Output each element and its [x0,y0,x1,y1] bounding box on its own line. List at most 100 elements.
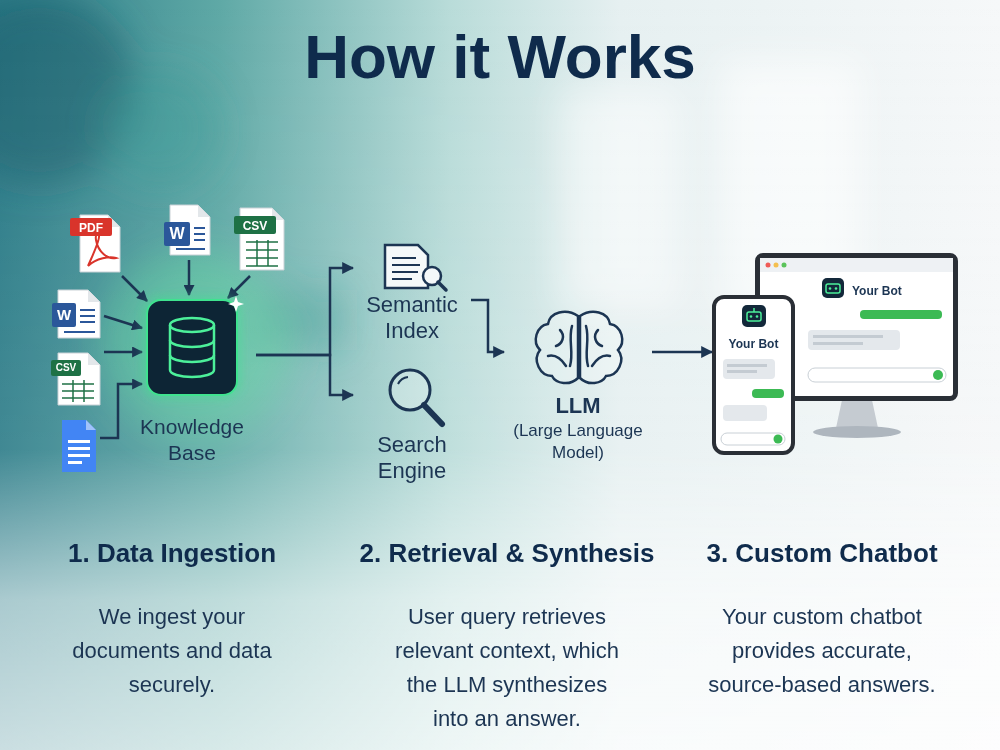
window-dot [782,263,787,268]
chat-bubble [860,310,942,319]
bubble-line [727,370,757,373]
lens-shine [398,377,408,384]
bot-antenna [753,308,755,312]
step-heading: 2. Retrieval & Synthesis [337,537,677,569]
bubble-line [813,335,883,338]
file-type-label: CSV [234,219,276,233]
bot-face [747,312,761,321]
flow-arrow [256,355,353,395]
step-heading: 1. Data Ingestion [22,537,322,569]
model-node: LLM(Large Language Model) [504,310,652,467]
file-fold [88,290,100,302]
text-lines [68,440,90,464]
icon-tile [147,300,237,395]
bot-eye [835,287,838,290]
magnifier-handle [424,405,442,424]
google-doc-icon [62,420,96,472]
bot-icon [742,305,766,327]
file-banner [234,216,276,234]
brain-fold [556,330,563,346]
ingest-arrows [100,260,250,438]
brain-fold [586,326,588,366]
input-field [721,433,785,445]
flow-arrow [256,268,353,355]
document-shape [385,245,428,288]
bot-face [826,284,840,293]
brain-lobe [580,312,622,383]
bot-icon [822,278,844,298]
file-page [62,420,96,472]
ingest-arrow [188,260,191,295]
file-banner [52,303,76,327]
step-description: User query retrieves relevant context, w… [390,600,624,736]
file-type-label: PDF [70,221,112,235]
file-fold [88,353,100,365]
search-icon [390,370,442,424]
window-dot [766,263,771,268]
brain-lobe [536,312,578,383]
page-title: How it Works [0,20,1000,94]
chat-bubble [723,359,775,379]
monitor-stand [813,400,901,438]
bubble-line [813,342,863,345]
input-field [808,368,946,382]
sparkle [228,296,244,312]
csv-icon [51,353,100,405]
file-fold [198,205,210,217]
node-title: Your Bot [852,284,953,298]
text-lines [392,258,420,279]
ingest-arrow [104,316,142,328]
stand-neck [836,400,878,428]
ingest-arrow [122,276,147,301]
stand-base [813,426,901,438]
file-type-label: W [52,306,76,324]
brain-fold [595,330,602,346]
node-title: Knowledge Base [132,414,252,466]
index-node: Semantic Index [353,240,471,347]
pdf-icon [70,215,120,272]
brain-fold [570,326,572,366]
step-description: Your custom chatbot provides accurate, s… [697,600,947,702]
ingest-arrow [100,384,142,438]
window-dot [774,263,779,268]
flow-arrow [652,351,712,354]
step-description: We ingest your documents and data secure… [62,600,282,702]
file-type-label: CSV [51,362,81,374]
search-node: Search Engine [353,360,471,487]
sheet-grid [246,240,278,266]
file-banner [164,222,190,246]
word-icon [52,290,100,338]
acrobat-swirl [88,234,116,266]
knowledge-base: Knowledge Base [128,298,256,469]
brain-icon [536,312,622,383]
word-icon [164,205,210,255]
csv-icon [234,208,284,270]
chat-bubble [808,330,900,350]
index-icon [385,245,446,290]
send-button [933,370,943,380]
database-cylinder [170,318,214,377]
ingest-arrow [104,351,142,354]
bubble-line [727,364,767,367]
node-title: LLM [508,392,648,420]
chat-bubble [723,405,767,421]
magnifier-handle [438,282,446,290]
bot-eye [756,315,759,318]
bot-eye [750,315,753,318]
node-title: Your Bot [716,337,791,351]
step-heading: 3. Custom Chatbot [677,537,967,569]
icon-glow [147,300,237,395]
file-type-label: W [164,225,190,243]
send-button [774,435,783,444]
phone-device: Your Bot [712,295,795,455]
sheet-grid [62,380,94,402]
bot-eye [829,287,832,290]
file-banner [51,360,81,376]
file-fold [86,420,96,430]
window-bar [760,258,953,272]
chat-bubble [752,389,784,398]
